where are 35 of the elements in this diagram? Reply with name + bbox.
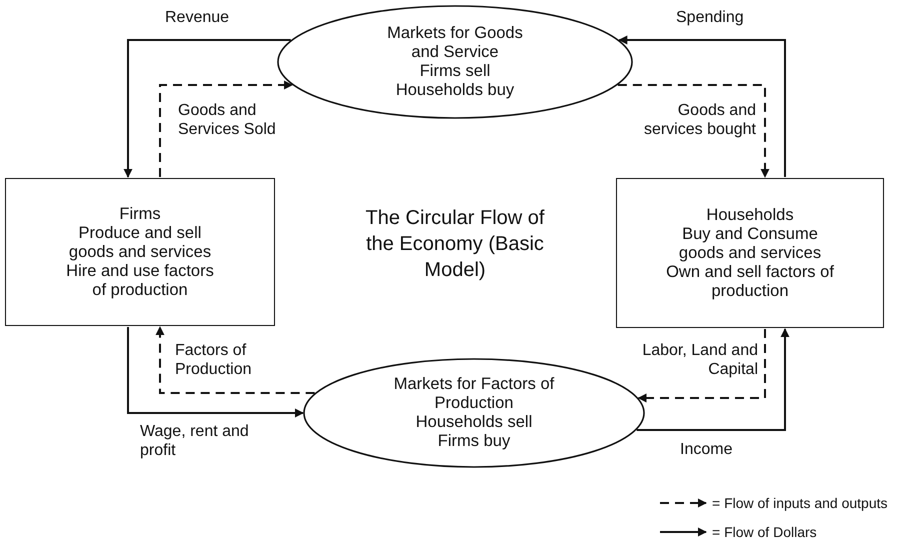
edge-label: Spending: [676, 8, 745, 27]
households-box: [616, 178, 884, 328]
node-text: Households buy: [396, 81, 514, 100]
node-heading: Markets for Factors of Production: [392, 375, 556, 413]
arrow: [127, 327, 304, 418]
arrow: [638, 329, 766, 402]
node-text: Households sell: [416, 413, 532, 432]
arrow: [124, 39, 291, 178]
arrow: [618, 84, 770, 178]
node-text: Firms sell: [420, 62, 490, 81]
node-text: Own and sell factors of production: [665, 262, 835, 300]
edge-label: Income: [680, 440, 734, 459]
node-text: Buy and Consume goods and services: [678, 224, 822, 262]
node-heading: Households: [706, 206, 794, 224]
edge-label: Revenue: [165, 8, 230, 27]
node-heading: Markets for Goods and Service: [386, 24, 524, 62]
arrow: [618, 36, 786, 177]
edge-label: Goods and services bought: [642, 101, 756, 139]
legend-label: = Flow of inputs and outputs: [712, 494, 888, 512]
node-text: Produce and sell goods and services: [68, 224, 212, 262]
edge-label: Wage, rent and profit: [140, 422, 250, 460]
legend-label: = Flow of Dollars: [712, 523, 817, 541]
node-text: Hire and use factors of production: [65, 262, 215, 300]
arrow: [159, 80, 294, 177]
node-heading: Firms: [119, 204, 161, 224]
arrow: [636, 328, 790, 431]
market-ellipse: [277, 5, 633, 119]
arrow: [156, 326, 315, 394]
market-ellipse: [303, 358, 645, 468]
edge-label: Factors of Production: [175, 341, 252, 379]
diagram-title: The Circular Flow of the Economy (Basic Model): [365, 206, 545, 283]
edge-label: Goods and Services Sold: [178, 101, 277, 139]
firms-box: [5, 178, 275, 326]
edge-label: Labor, Land and Capital: [641, 341, 758, 379]
node-text: Firms buy: [438, 432, 510, 451]
